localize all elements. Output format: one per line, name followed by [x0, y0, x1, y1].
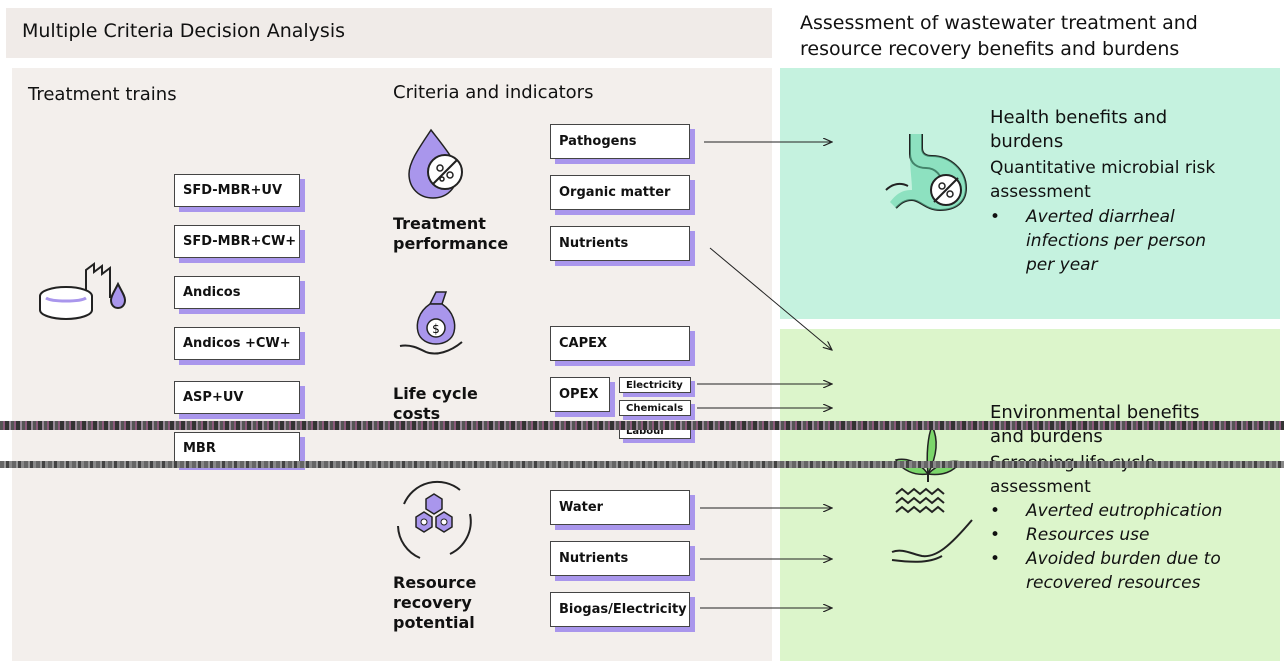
plant-water-hand-icon	[891, 424, 973, 563]
health-title: Health benefits and burdens	[990, 107, 1168, 152]
scanline-artifact	[0, 421, 1284, 430]
train-sfd-mbr-uv: SFD-MBR+UV	[174, 174, 300, 207]
opex-electricity: Electricity	[619, 377, 691, 393]
svg-text:$: $	[432, 322, 440, 336]
treatment-trains-title: Treatment trains	[28, 84, 177, 105]
indicator-biogas-electricity: Biogas/Electricity	[550, 592, 690, 627]
health-method: Quantitative microbial risk assessment	[990, 158, 1216, 202]
indicator-pathogens: Pathogens	[550, 124, 690, 159]
resource-recovery-label: Resource recovery potential	[393, 573, 477, 632]
indicator-opex: OPEX	[550, 377, 610, 412]
criteria-title: Criteria and indicators	[393, 82, 594, 103]
mcda-title: Multiple Criteria Decision Analysis	[22, 20, 345, 42]
indicator-nutrients-rr: Nutrients	[550, 541, 690, 576]
scanline-artifact	[0, 461, 1284, 468]
water-drop-pathogen-icon	[408, 128, 463, 199]
environment-indicator-2: • Resources use	[990, 525, 1150, 545]
environment-indicator-3: • Avoided burden due to recovered resour…	[990, 549, 1221, 593]
mcda-header	[6, 8, 772, 58]
indicator-nutrients-tp: Nutrients	[550, 226, 690, 261]
indicator-organic-matter: Organic matter	[550, 175, 690, 210]
opex-chemicals: Chemicals	[619, 400, 691, 416]
train-andicos: Andicos	[174, 276, 300, 309]
treatment-performance-label: Treatment performance	[393, 214, 509, 253]
train-andicos-cw: Andicos +CW+	[174, 327, 300, 360]
environment-panel	[780, 329, 1280, 661]
stomach-icon	[885, 134, 968, 212]
environment-method: Screening life cycle assessment	[990, 453, 1155, 497]
indicator-water: Water	[550, 490, 690, 525]
arrow-nutrients-tp	[709, 247, 832, 350]
tank-factory-icon	[39, 262, 127, 321]
money-bag-hand-icon: $	[399, 291, 463, 355]
health-panel	[780, 68, 1280, 319]
environment-indicator-1: • Averted eutrophication	[990, 501, 1223, 521]
indicator-capex: CAPEX	[550, 326, 690, 361]
health-indicator: • Averted diarrheal infections per perso…	[990, 207, 1207, 275]
assessment-title: Assessment of wastewater treatment and r…	[800, 12, 1198, 60]
train-sfd-mbr-cw: SFD-MBR+CW+	[174, 225, 300, 258]
train-asp-uv: ASP+UV	[174, 381, 300, 414]
recycle-hexagons-icon	[397, 480, 472, 559]
environment-title: Environmental benefits and burdens	[990, 402, 1200, 447]
life-cycle-costs-label: Life cycle costs	[393, 384, 478, 423]
